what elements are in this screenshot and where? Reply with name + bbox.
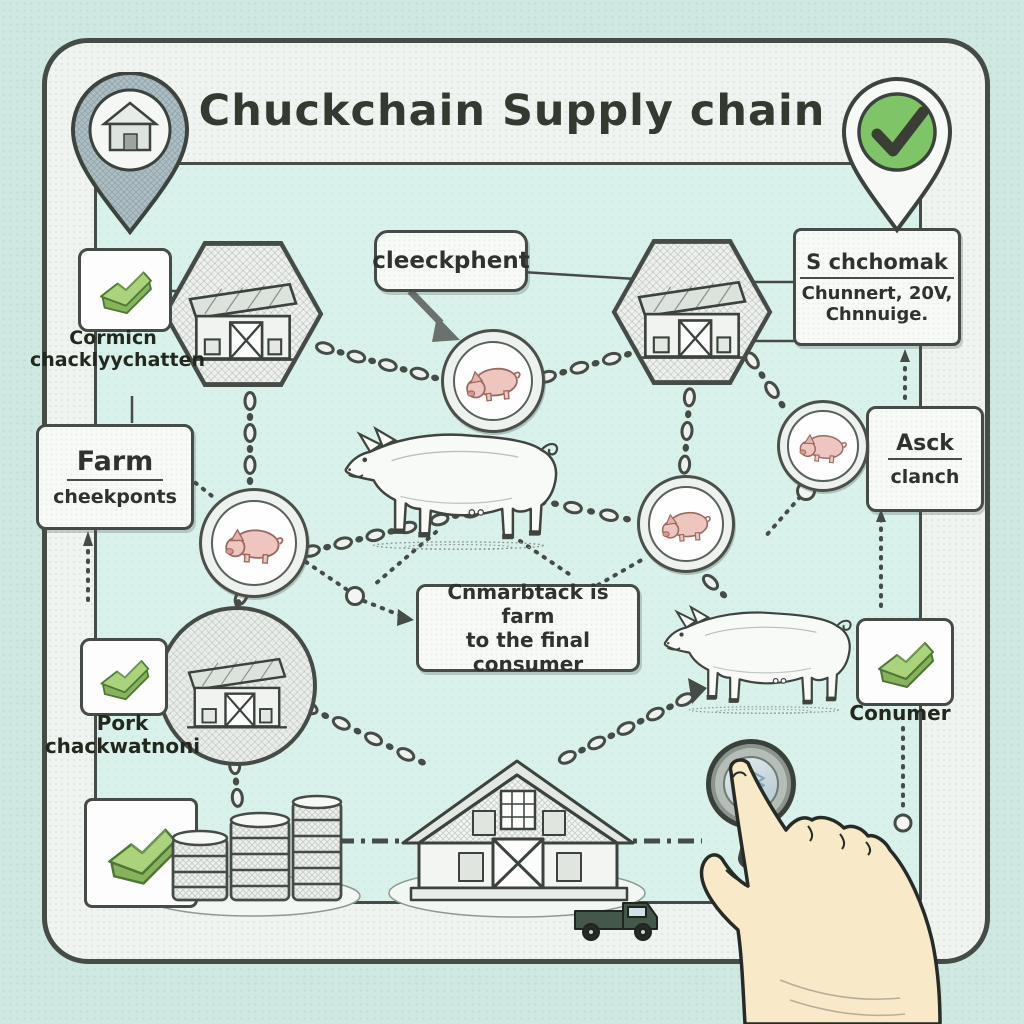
cormicn-badge-box: [78, 248, 172, 332]
consumer-badge-box: [856, 618, 954, 706]
pig-token-medallion-mid-right: [637, 475, 735, 573]
green-check-leaf-icon: [95, 265, 155, 315]
location-pin-icon: [70, 72, 190, 236]
schchomak-line1: Chunnert, 20V,: [801, 282, 953, 304]
checkpoint-tag-label: cleeckphent: [372, 248, 530, 274]
pork-line2: chackwatnoni: [44, 734, 201, 758]
schchomak-line2: Chnnuige.: [825, 303, 929, 325]
consumer-caption: Conumer: [838, 702, 962, 725]
pig-illustration-right: [658, 596, 862, 714]
asck-heading: Asck: [888, 431, 962, 460]
verified-check-pin-icon: [841, 77, 953, 234]
cormicn-caption: Cormicn chacklyychatten: [30, 327, 205, 372]
cormicn-line2: chacklyychatten: [30, 348, 205, 371]
farm-sub: cheekponts: [53, 486, 177, 508]
center-note-line2: to the final consumer: [465, 628, 590, 676]
asck-box: Asck clanch: [866, 406, 984, 512]
pig-token-icon: [460, 356, 526, 405]
schchomak-box: S chchomak Chunnert, 20V, Chnnuige.: [793, 228, 961, 346]
pork-caption: Pork chackwatnoni: [35, 712, 210, 758]
pork-line1: Pork: [96, 711, 149, 735]
barn-illustration: [401, 759, 635, 902]
barn-icon: [628, 259, 756, 365]
pork-badge-box: [80, 638, 168, 716]
farm-checkpoints-box: Farm cheekponts: [36, 424, 194, 530]
silo-stacks: [171, 794, 343, 902]
pig-token-icon: [795, 425, 850, 466]
schchomak-heading: S chchomak: [800, 250, 954, 279]
green-check-leaf-icon: [873, 635, 937, 689]
checkpoint-arrow-icon: [407, 288, 460, 342]
center-note-line1: Cnmarbtack is farm: [447, 580, 609, 628]
pig-token-medallion-right: [777, 400, 869, 492]
pork-processing-node: [157, 606, 317, 766]
pointing-hand: [699, 758, 942, 1024]
pig-token-medallion-top: [441, 329, 545, 433]
farm-node-hexagon-1: [161, 238, 325, 390]
asck-sub: clanch: [890, 465, 960, 488]
farm-heading: Farm: [66, 446, 164, 481]
pig-token-icon: [657, 503, 716, 545]
center-note-box: Cnmarbtack is farm to the final consumer: [416, 580, 640, 676]
pig-token-icon: [221, 519, 288, 567]
truck-icon: [574, 902, 658, 941]
dashed-connectors: [86, 356, 907, 814]
diagram-title: Chuckchain Supply chain: [198, 86, 826, 136]
consumer-label: Conumer: [849, 701, 951, 725]
checkpoint-tag-box: cleeckphent: [372, 230, 530, 292]
farm-node-hexagon-2: [610, 236, 774, 388]
cormicn-line1: Cormicn: [69, 327, 157, 349]
green-check-leaf-icon: [96, 654, 152, 701]
pig-token-medallion-left: [199, 488, 309, 598]
pig-illustration-center: [338, 416, 570, 550]
